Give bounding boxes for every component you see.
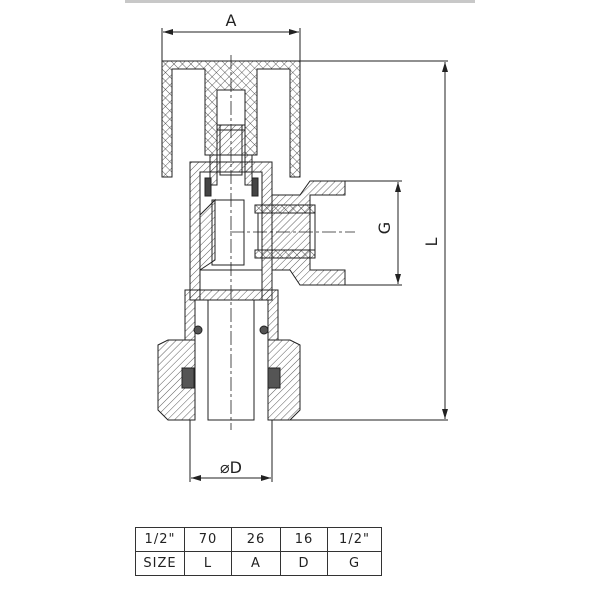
table-cell: A [231,551,281,576]
size-table: 1/2" 70 26 16 1/2" SIZE L A D G [135,527,382,576]
top-bar [125,0,475,3]
table-row: SIZE L A D G [135,551,382,576]
table-cell: 1/2" [135,527,185,552]
table-row: 1/2" 70 26 16 1/2" [135,527,382,552]
dimension-l [272,60,448,421]
label-a: A [226,11,237,30]
table-cell: SIZE [135,551,185,576]
table-cell: L [184,551,232,576]
table-cell: 70 [184,527,232,552]
side-port [254,180,346,286]
table-cell: D [280,551,328,576]
table-cell: G [327,551,382,576]
dimension-a [161,28,301,61]
table-cell: 16 [280,527,328,552]
table-cell: 26 [231,527,281,552]
dimension-g [345,180,402,286]
label-g: G [375,222,394,234]
label-l: L [422,237,441,246]
table-cell: 1/2" [327,527,382,552]
dimension-d [189,420,273,482]
compression-fitting [157,289,301,421]
label-d: ⌀D [220,458,242,477]
valve-body [189,161,273,301]
center-lines [230,55,355,430]
